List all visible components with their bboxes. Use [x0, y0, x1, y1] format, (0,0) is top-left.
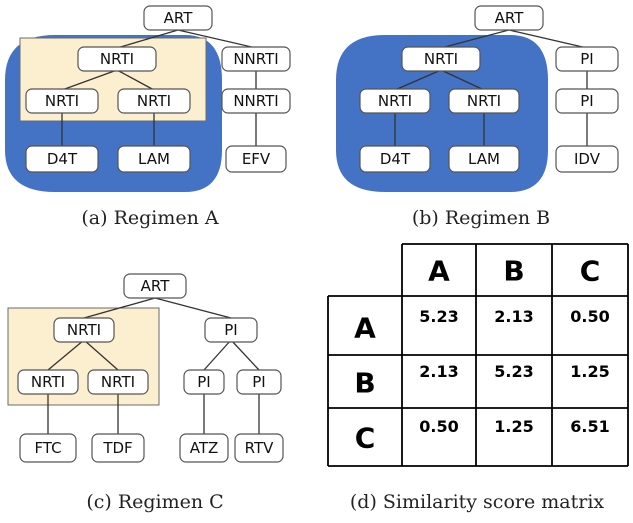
- svg-text:LAM: LAM: [468, 150, 500, 168]
- node-atz: ATZ: [179, 433, 229, 463]
- svg-text:EFV: EFV: [242, 150, 271, 168]
- node-nrti: NRTI: [17, 369, 79, 395]
- node-lam: LAM: [448, 145, 520, 173]
- edge: [116, 29, 179, 49]
- svg-text:NRTI: NRTI: [100, 50, 134, 68]
- edge: [440, 29, 510, 49]
- svg-text:LAM: LAM: [138, 150, 170, 168]
- matrix-cell: 1.25: [570, 362, 609, 381]
- svg-text:ART: ART: [164, 9, 194, 27]
- panel-regimen-c: ART NRTI NRTI NRTI FTC TDF PI PI PI ATZ …: [7, 273, 284, 513]
- svg-text:FTC: FTC: [34, 439, 61, 457]
- svg-text:TDF: TDF: [102, 439, 132, 457]
- node-pi: PI: [204, 317, 258, 343]
- edge: [394, 69, 442, 91]
- node-nrti: NRTI: [25, 88, 99, 114]
- node-nrti: NRTI: [359, 88, 431, 114]
- node-nrti: NRTI: [448, 88, 520, 114]
- svg-text:NRTI: NRTI: [45, 92, 79, 110]
- node-art: ART: [123, 273, 187, 299]
- svg-text:D4T: D4T: [380, 150, 411, 168]
- row-header: A: [354, 312, 376, 345]
- edge: [508, 29, 588, 49]
- svg-text:NRTI: NRTI: [424, 50, 458, 68]
- edge: [61, 69, 118, 91]
- svg-text:PI: PI: [580, 50, 593, 68]
- node-pi: PI: [555, 88, 619, 114]
- node-nnrti: NNRTI: [221, 88, 291, 114]
- svg-text:PI: PI: [224, 321, 237, 339]
- svg-text:NRTI: NRTI: [31, 373, 65, 391]
- matrix-cell: 1.25: [494, 417, 533, 436]
- node-d4t: D4T: [25, 145, 99, 173]
- edge: [83, 297, 156, 319]
- svg-text:NRTI: NRTI: [137, 92, 171, 110]
- svg-text:PI: PI: [197, 373, 210, 391]
- panel-regimen-a: ART NRTI NRTI NRTI D4T LAM NNRTI NNRTI E…: [5, 5, 291, 229]
- caption-c: (c) Regimen C: [86, 491, 223, 513]
- svg-text:PI: PI: [252, 373, 265, 391]
- svg-text:NRTI: NRTI: [67, 321, 101, 339]
- row-header: C: [355, 422, 376, 455]
- matrix-cell: 2.13: [494, 307, 533, 326]
- svg-text:ATZ: ATZ: [190, 439, 219, 457]
- node-efv: EFV: [225, 145, 287, 173]
- svg-text:ART: ART: [141, 277, 171, 295]
- node-nrti: NRTI: [53, 317, 115, 343]
- matrix-cell: 2.13: [419, 362, 458, 381]
- caption-a: (a) Regimen A: [81, 207, 219, 229]
- edge: [177, 29, 257, 49]
- node-rtv: RTV: [234, 433, 284, 463]
- node-nrti: NRTI: [87, 369, 149, 395]
- node-nrti: NRTI: [77, 46, 157, 72]
- node-pi: PI: [236, 369, 282, 395]
- node-pi: PI: [555, 46, 619, 72]
- matrix-cell: 6.51: [570, 417, 609, 436]
- row-header: B: [354, 367, 375, 400]
- svg-text:RTV: RTV: [245, 439, 274, 457]
- node-pi: PI: [183, 369, 225, 395]
- svg-text:NRTI: NRTI: [467, 92, 501, 110]
- node-d4t: D4T: [359, 145, 431, 173]
- caption-b: (b) Regimen B: [412, 207, 550, 229]
- column-header: A: [428, 255, 450, 288]
- svg-text:NRTI: NRTI: [101, 373, 135, 391]
- column-header: B: [503, 255, 524, 288]
- svg-text:IDV: IDV: [574, 150, 601, 168]
- edge: [116, 69, 155, 91]
- svg-text:NRTI: NRTI: [378, 92, 412, 110]
- edge: [83, 339, 119, 371]
- caption-d: (d) Similarity score matrix: [350, 491, 605, 513]
- svg-text:NNRTI: NNRTI: [233, 92, 278, 110]
- matrix-cell: 0.50: [419, 417, 458, 436]
- node-lam: LAM: [117, 145, 191, 173]
- matrix-cell: 5.23: [494, 362, 533, 381]
- node-idv: IDV: [555, 145, 619, 173]
- edge: [154, 297, 232, 319]
- column-header: C: [580, 255, 601, 288]
- edge: [47, 339, 85, 371]
- edge: [203, 339, 232, 371]
- panel-similarity-matrix: A B C A B C 5.23 2.13 0.50 2.13 5.23 1.2…: [327, 243, 629, 513]
- svg-text:NNRTI: NNRTI: [233, 50, 278, 68]
- matrix-cell: 0.50: [570, 307, 609, 326]
- node-art: ART: [143, 5, 213, 31]
- panel-regimen-b: ART NRTI NRTI NRTI D4T LAM PI PI IDV (b)…: [336, 5, 619, 229]
- node-ftc: FTC: [19, 433, 77, 463]
- svg-text:PI: PI: [580, 92, 593, 110]
- node-tdf: TDF: [91, 433, 145, 463]
- node-nrti: NRTI: [401, 46, 481, 72]
- edge: [440, 69, 485, 91]
- edge: [230, 339, 260, 371]
- svg-text:ART: ART: [495, 9, 525, 27]
- matrix-cell: 5.23: [419, 307, 458, 326]
- node-nrti: NRTI: [117, 88, 191, 114]
- node-nnrti: NNRTI: [221, 46, 291, 72]
- node-art: ART: [474, 5, 544, 31]
- svg-text:D4T: D4T: [47, 150, 78, 168]
